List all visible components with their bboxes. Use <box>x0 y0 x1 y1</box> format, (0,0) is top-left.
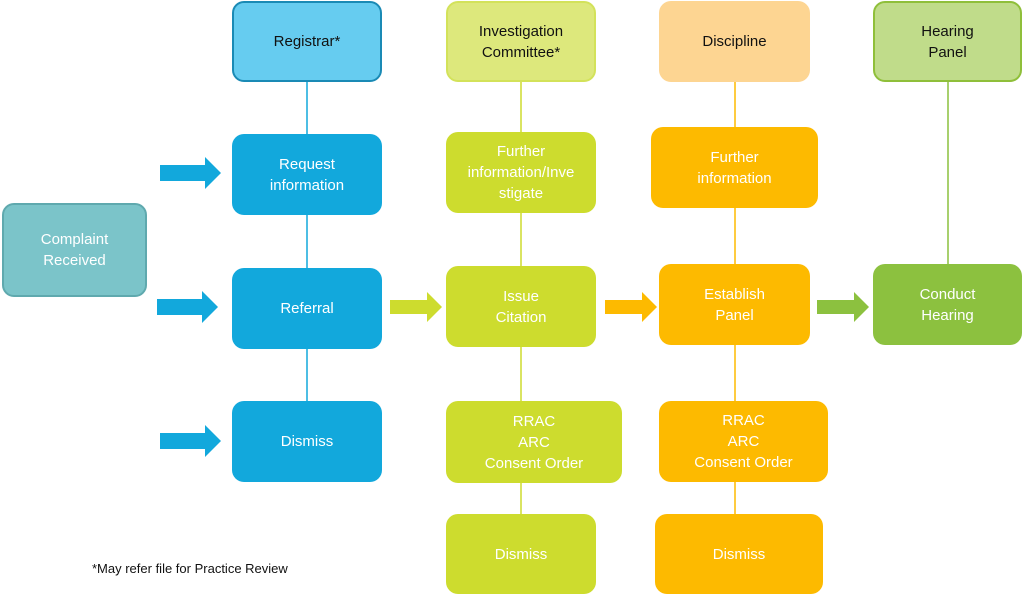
issue-citation-box: Issue Citation <box>446 266 596 347</box>
registrar-header: Registrar* <box>232 1 382 82</box>
discipline-further-information-box: Further information <box>651 127 818 208</box>
request-information-box: Request information <box>232 134 382 215</box>
arrow-to-referral-icon <box>157 291 218 323</box>
further-investigate-box: Further information/Inve stigate <box>446 132 596 213</box>
arrow-to-hearing-icon <box>817 292 869 322</box>
establish-panel-box: Establish Panel <box>659 264 810 345</box>
arrow-to-citation-icon <box>390 292 442 322</box>
conduct-hearing-box: Conduct Hearing <box>873 264 1022 345</box>
discipline-dismiss-box: Dismiss <box>655 514 823 594</box>
referral-box: Referral <box>232 268 382 349</box>
complaint-received-box: Complaint Received <box>2 203 147 297</box>
investigation-dismiss-box: Dismiss <box>446 514 596 594</box>
discipline-rrac-box: RRAC ARC Consent Order <box>659 401 828 482</box>
arrow-to-request-icon <box>160 157 221 189</box>
registrar-dismiss-box: Dismiss <box>232 401 382 482</box>
investigation-rrac-box: RRAC ARC Consent Order <box>446 401 622 483</box>
arrow-to-panel-icon <box>605 292 657 322</box>
arrow-to-dismiss-icon <box>160 425 221 457</box>
investigation-committee-header: Investigation Committee* <box>446 1 596 82</box>
hearing-panel-header: Hearing Panel <box>873 1 1022 82</box>
footnote: *May refer file for Practice Review <box>92 561 288 576</box>
discipline-header: Discipline <box>659 1 810 82</box>
